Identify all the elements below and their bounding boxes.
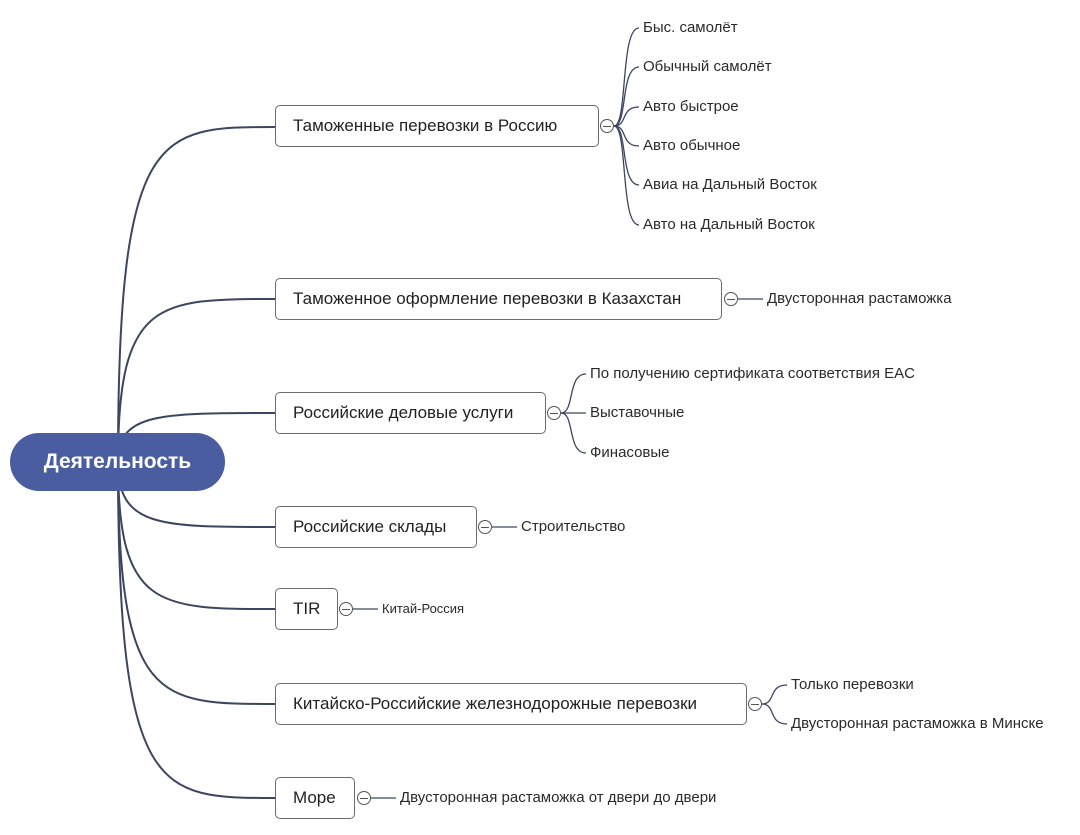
leaf-item[interactable]: Двусторонная растаможка xyxy=(767,290,952,307)
branch-connector xyxy=(117,298,276,463)
branch-label: Китайско-Российские железнодорожные пере… xyxy=(293,694,698,713)
leaf-item[interactable]: Авто быстрое xyxy=(643,98,739,115)
branch-label: Российские деловые услуги xyxy=(293,403,514,422)
collapse-toggle-icon[interactable] xyxy=(357,791,371,805)
branch-label: Таможенное оформление перевозки в Казахс… xyxy=(293,289,682,308)
collapse-toggle-icon[interactable] xyxy=(478,520,492,534)
root-label: Деятельность xyxy=(43,450,192,473)
leaf-item[interactable]: По получению сертификата соответствия EA… xyxy=(590,365,915,382)
leaf-connector xyxy=(613,106,640,127)
collapse-toggle-icon[interactable] xyxy=(547,406,561,420)
leaf-item[interactable]: Авиа на Дальный Восток xyxy=(643,176,817,193)
leaf-connector xyxy=(613,66,640,127)
branch-label: Море xyxy=(293,788,336,807)
leaf-item[interactable]: Китай-Россия xyxy=(382,601,465,616)
root-node[interactable]: Деятельность xyxy=(10,433,225,491)
leaf-connector xyxy=(761,684,788,705)
branch-node-customs-kazakhstan[interactable]: Таможенное оформление перевозки в Казахс… xyxy=(275,278,722,320)
branch-node-customs-russia[interactable]: Таможенные перевозки в Россию xyxy=(275,105,599,147)
branch-label: Таможенные перевозки в Россию xyxy=(293,116,558,135)
leaf-connector xyxy=(560,373,587,414)
leaf-connector xyxy=(560,412,587,454)
leaf-connector xyxy=(613,125,640,226)
branch-node-tir[interactable]: TIR xyxy=(275,588,338,630)
branch-node-railway[interactable]: Китайско-Российские железнодорожные пере… xyxy=(275,683,747,725)
branch-label: Российские склады xyxy=(293,517,447,536)
branch-node-sea[interactable]: Море xyxy=(275,777,355,819)
branch-connector xyxy=(117,461,276,705)
leaf-item[interactable]: Авто на Дальный Восток xyxy=(643,216,815,233)
leaf-item[interactable]: Строительство xyxy=(521,518,626,535)
leaf-item[interactable]: Авто обычное xyxy=(643,137,741,154)
branch-node-business-services[interactable]: Российские деловые услуги xyxy=(275,392,546,434)
leaf-item[interactable]: Двусторонная растаможка от двери до двер… xyxy=(400,789,717,806)
leaf-item[interactable]: Финасовые xyxy=(590,444,670,461)
leaf-connector xyxy=(761,703,788,725)
branch-connector xyxy=(117,126,276,463)
leaf-item[interactable]: Обычный самолёт xyxy=(643,58,772,75)
leaf-item[interactable]: Быс. самолёт xyxy=(643,19,738,36)
leaf-connector xyxy=(613,27,640,127)
branch-connector xyxy=(117,461,276,799)
leaf-item[interactable]: Только перевозки xyxy=(791,676,914,693)
collapse-toggle-icon[interactable] xyxy=(600,119,614,133)
branch-node-warehouses[interactable]: Российские склады xyxy=(275,506,477,548)
leaf-item[interactable]: Выставочные xyxy=(590,404,685,421)
collapse-toggle-icon[interactable] xyxy=(748,697,762,711)
branch-label: TIR xyxy=(293,599,321,618)
collapse-toggle-icon[interactable] xyxy=(339,602,353,616)
branch-connector xyxy=(117,461,276,610)
leaf-connector xyxy=(613,125,640,186)
collapse-toggle-icon[interactable] xyxy=(724,292,738,306)
leaf-item[interactable]: Двусторонная растаможка в Минске xyxy=(791,715,1044,732)
